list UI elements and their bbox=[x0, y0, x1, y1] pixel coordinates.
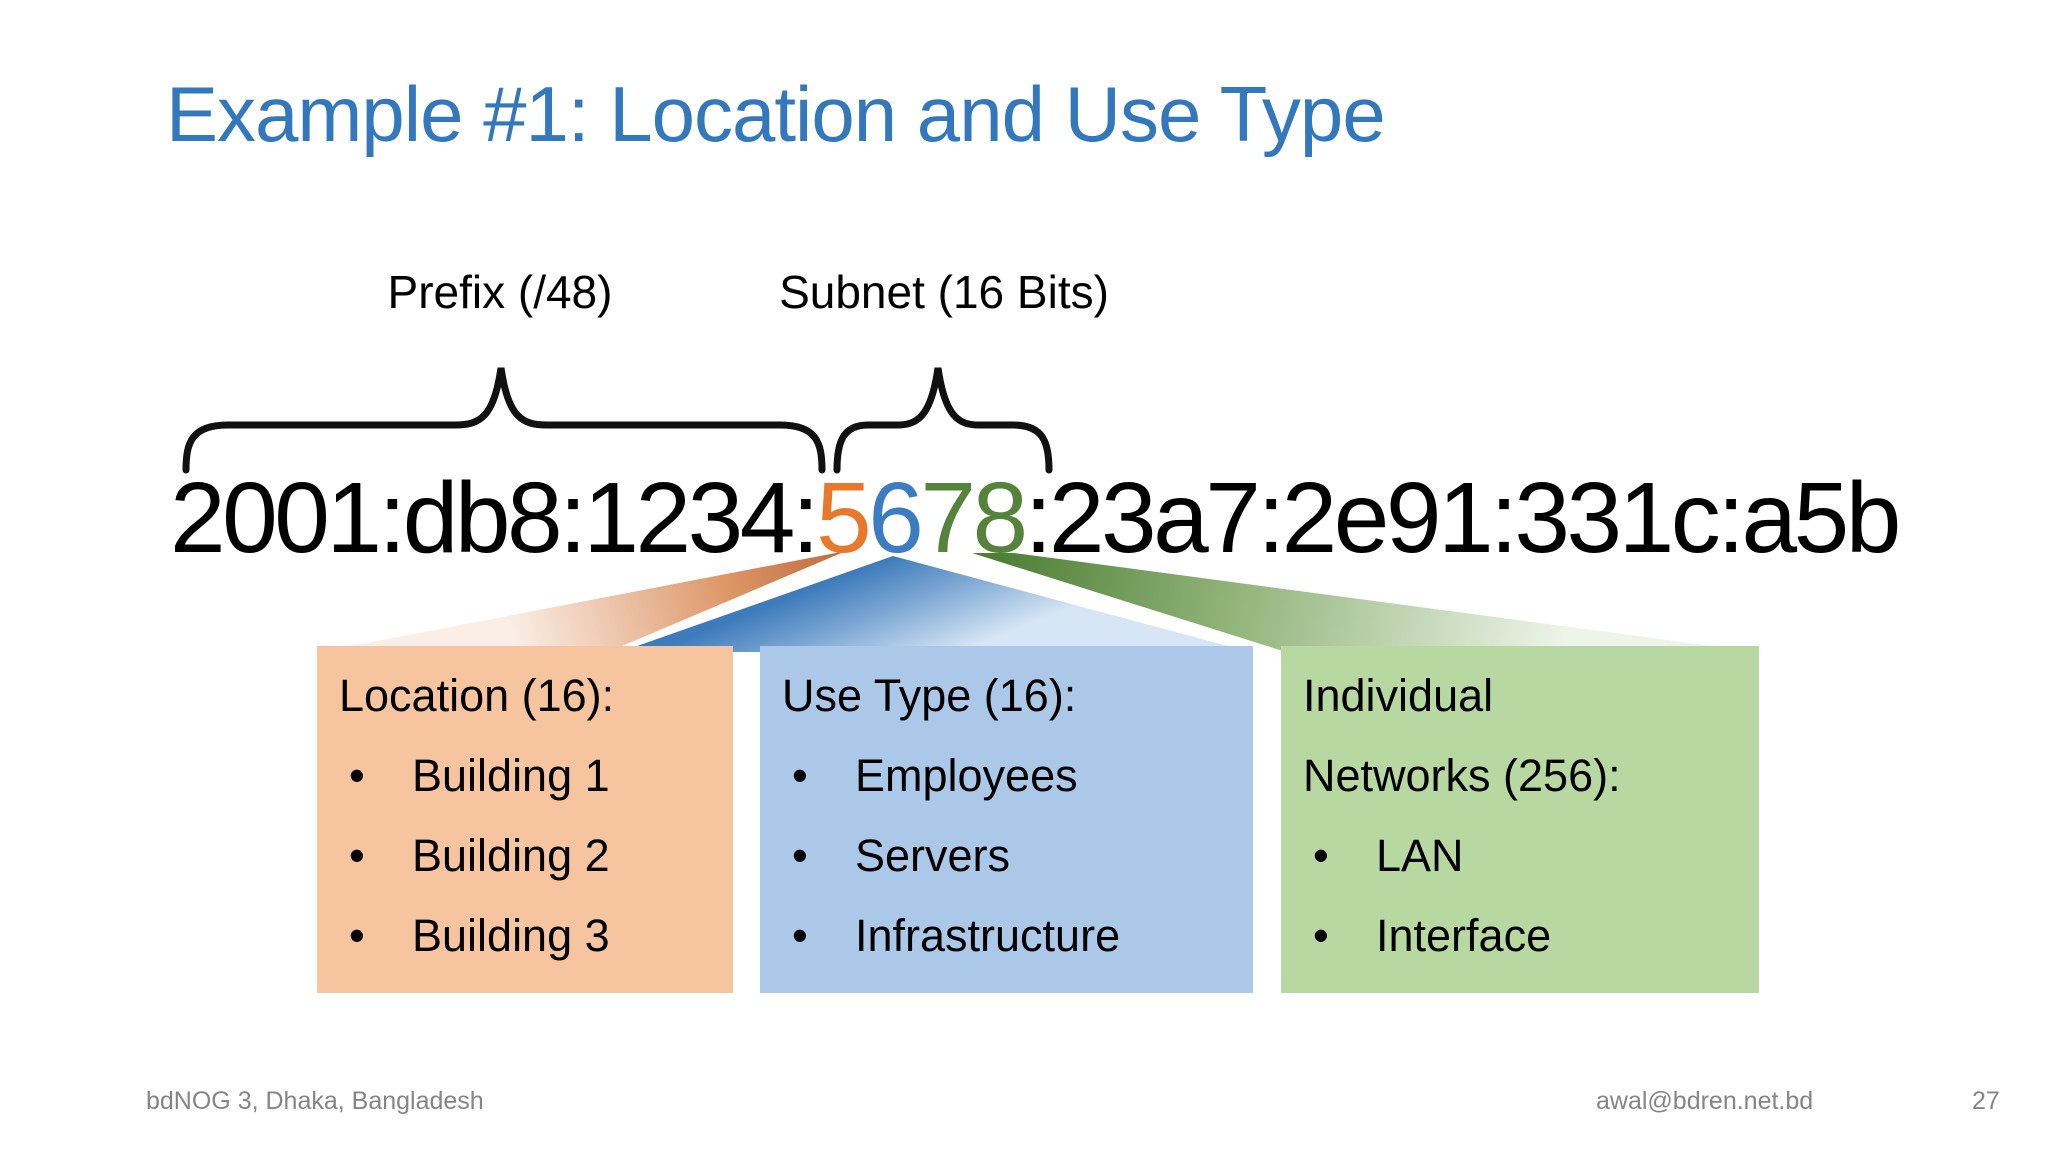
bullet-icon: • bbox=[792, 750, 808, 801]
list-item-label: Interface bbox=[1376, 910, 1552, 961]
usetype-box: Use Type (16): • Employees • Servers • I… bbox=[760, 646, 1253, 993]
list-item-label: Building 2 bbox=[412, 830, 610, 881]
bullet-icon: • bbox=[349, 830, 365, 881]
list-item: • Employees bbox=[760, 736, 1253, 816]
subnet-brace bbox=[833, 367, 1053, 474]
list-item: • Building 3 bbox=[317, 896, 733, 976]
list-item: • Building 1 bbox=[317, 736, 733, 816]
bullet-icon: • bbox=[1313, 910, 1329, 961]
usetype-funnel bbox=[620, 556, 1250, 652]
address-digit-5: 5 bbox=[816, 462, 872, 574]
slide-title: Example #1: Location and Use Type bbox=[166, 70, 1386, 158]
location-box-title: Location (16): bbox=[339, 670, 615, 721]
address-suffix-segment: :23a7:2e91:331c:a5b bbox=[1024, 462, 1902, 574]
bullet-icon: • bbox=[349, 750, 365, 801]
address-digits-78: 78 bbox=[920, 462, 1028, 574]
bullet-icon: • bbox=[792, 910, 808, 961]
location-box: Location (16): • Building 1 • Building 2… bbox=[317, 646, 733, 993]
bullet-icon: • bbox=[792, 830, 808, 881]
list-item-label: Employees bbox=[855, 750, 1078, 801]
networks-box-title: Individual Networks (256): bbox=[1303, 670, 1621, 801]
list-item-label: Building 1 bbox=[412, 750, 610, 801]
list-item-label: LAN bbox=[1376, 830, 1464, 881]
address-digit-6: 6 bbox=[868, 462, 924, 574]
list-item: • Servers bbox=[760, 816, 1253, 896]
bullet-icon: • bbox=[349, 910, 365, 961]
list-item-label: Building 3 bbox=[412, 910, 610, 961]
list-item: • LAN bbox=[1281, 816, 1759, 896]
list-item-label: Infrastructure bbox=[855, 910, 1121, 961]
list-item: • Infrastructure bbox=[760, 896, 1253, 976]
footer-event-name: bdNOG 3, Dhaka, Bangladesh bbox=[146, 1087, 484, 1115]
footer-page-number: 27 bbox=[1972, 1087, 2000, 1115]
prefix-brace bbox=[182, 367, 826, 474]
subnet-label: Subnet (16 Bits) bbox=[779, 266, 1109, 318]
address-prefix-segment: 2001:db8:1234: bbox=[170, 462, 820, 574]
prefix-label: Prefix (/48) bbox=[387, 266, 613, 318]
networks-box: Individual Networks (256): • LAN • Inter… bbox=[1281, 646, 1759, 993]
location-funnel bbox=[320, 551, 846, 652]
bullet-icon: • bbox=[1313, 830, 1329, 881]
footer-email: awal@bdren.net.bd bbox=[1596, 1087, 1814, 1115]
ipv6-address: 2001:db8:1234:5678:23a7:2e91:331c:a5b bbox=[170, 468, 2020, 568]
networks-funnel bbox=[972, 553, 1758, 652]
list-item-label: Servers bbox=[855, 830, 1011, 881]
list-item: • Building 2 bbox=[317, 816, 733, 896]
list-item: • Interface bbox=[1281, 896, 1759, 976]
usetype-box-title: Use Type (16): bbox=[782, 670, 1077, 721]
